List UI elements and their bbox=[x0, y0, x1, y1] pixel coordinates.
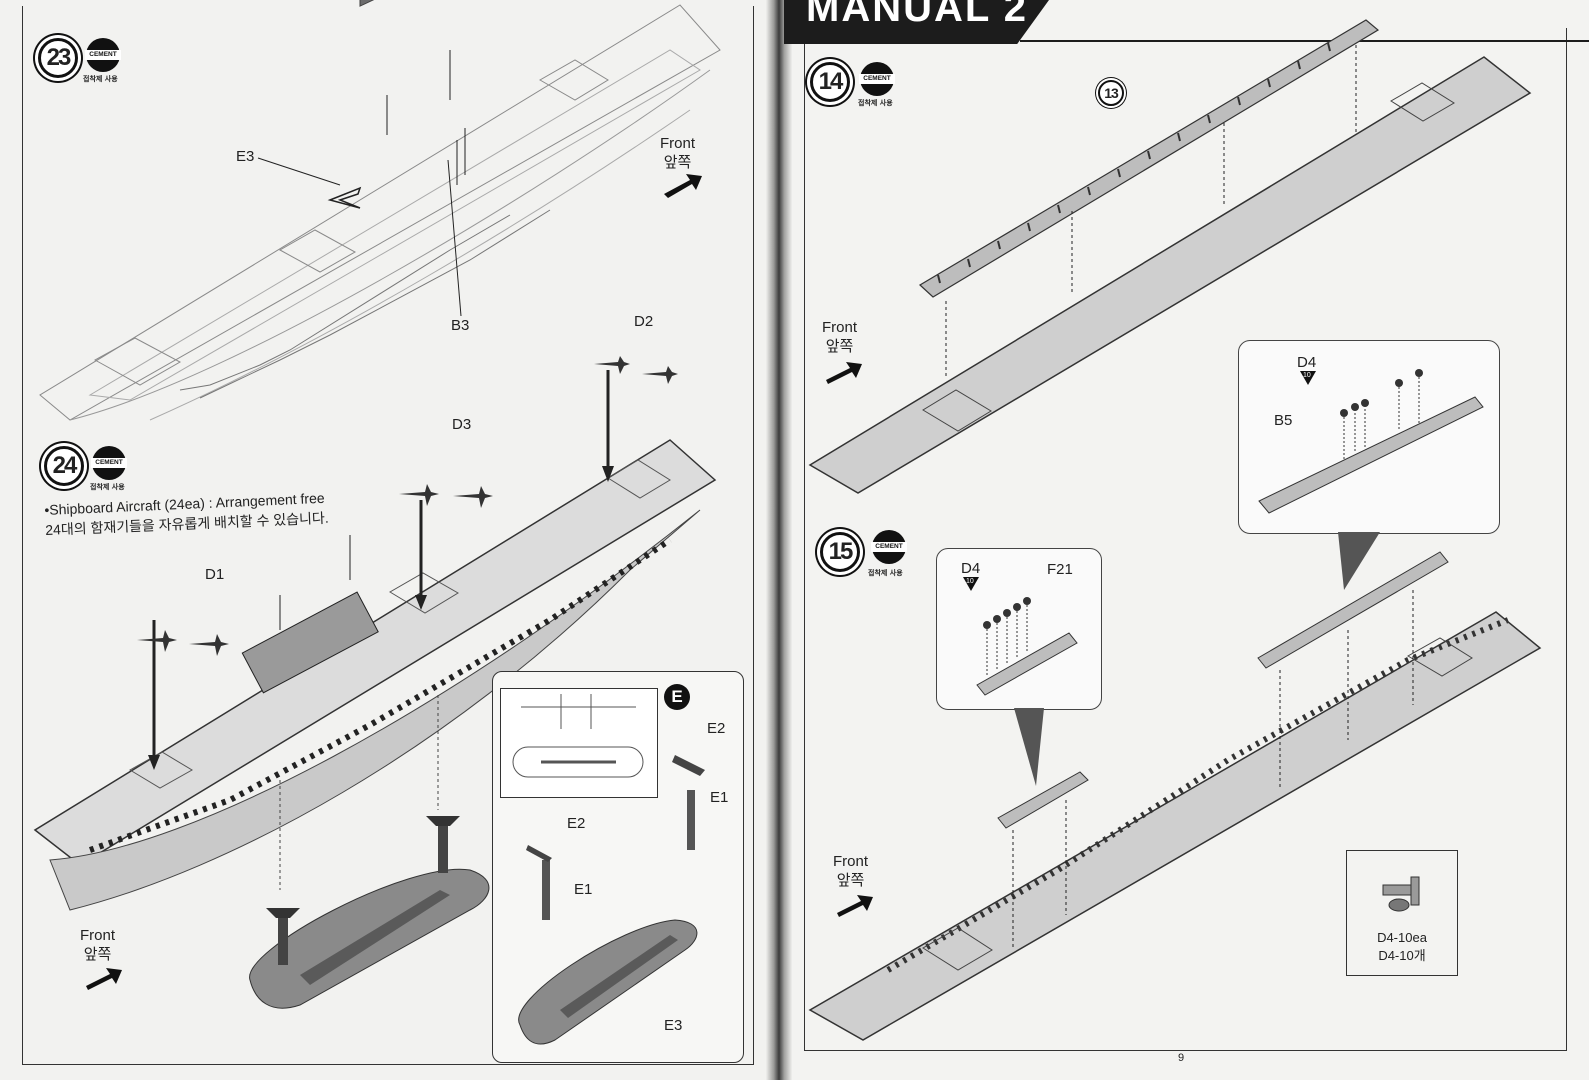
front-en: Front bbox=[660, 135, 696, 152]
step-15-number: 15 bbox=[820, 532, 860, 572]
step24-flight-deck bbox=[33, 439, 717, 866]
cement-icon: CEMENT bbox=[859, 62, 895, 96]
cement-label: CEMENT bbox=[871, 542, 907, 552]
aircraft-d3-icon bbox=[399, 484, 493, 508]
step15-detail-inset bbox=[936, 548, 1102, 710]
cement-label: CEMENT bbox=[859, 74, 895, 84]
cement-icon: CEMENT bbox=[871, 530, 907, 564]
qty-triangle-icon bbox=[1300, 371, 1316, 385]
cement-label: CEMENT bbox=[91, 458, 127, 468]
f21-rail bbox=[997, 771, 1089, 829]
step-14-deck-drawing bbox=[808, 19, 1532, 494]
inset-pointer bbox=[1014, 708, 1044, 786]
label-d4: D4 bbox=[1297, 354, 1317, 371]
cement-korean-label: 접착제 사용 bbox=[83, 75, 118, 83]
step24-hull bbox=[49, 509, 701, 911]
aircraft-d2-icon bbox=[594, 356, 678, 384]
front-ko: 앞쪽 bbox=[836, 872, 865, 889]
cement-korean-label: 접착제 사용 bbox=[90, 483, 125, 491]
label-d3: D3 bbox=[452, 416, 472, 433]
step24-island bbox=[241, 591, 379, 694]
label-d2: D2 bbox=[634, 313, 654, 330]
step-14-number: 14 bbox=[810, 62, 850, 102]
step14-detail-inset bbox=[1238, 340, 1500, 534]
count-en: D4-10ea bbox=[1377, 930, 1427, 945]
inset-pointer bbox=[1338, 532, 1380, 590]
front-arrow-icon bbox=[86, 968, 122, 990]
front-label-step23: Front 앞쪽 bbox=[660, 134, 695, 172]
e3-part bbox=[327, 186, 362, 209]
front-ko: 앞쪽 bbox=[83, 946, 112, 963]
leader-e3 bbox=[257, 157, 341, 186]
front-arrow-icon bbox=[664, 174, 702, 198]
label-e1-right: E1 bbox=[710, 789, 729, 806]
label-e2-top: E2 bbox=[707, 720, 726, 737]
front-label-step14: Front 앞쪽 bbox=[822, 318, 857, 356]
d4-count-text: D4-10ea D4-10개 bbox=[1345, 929, 1459, 965]
front-arrow-icon bbox=[837, 895, 873, 917]
manual-banner bbox=[784, 0, 1049, 44]
step-24-number: 24 bbox=[44, 446, 84, 486]
step15-flight-deck bbox=[808, 611, 1542, 1041]
front-label-step15: Front 앞쪽 bbox=[833, 852, 868, 890]
cement-korean-label: 접착제 사용 bbox=[858, 99, 893, 107]
d4-part-icon bbox=[1382, 876, 1420, 912]
label-d4: D4 bbox=[961, 560, 981, 577]
manual-title: MANUAL 2 bbox=[806, 0, 1028, 30]
qty-10: 10 bbox=[1303, 372, 1311, 379]
b5-rail bbox=[1257, 551, 1449, 669]
count-ko: D4-10개 bbox=[1378, 948, 1426, 963]
step-23-number: 23 bbox=[38, 38, 78, 78]
sprue-e-icon bbox=[512, 694, 644, 778]
front-arrow-icon bbox=[826, 362, 862, 384]
stand-assembly-drawing bbox=[518, 755, 705, 1045]
label-e3: E3 bbox=[236, 148, 255, 165]
leader-b3 bbox=[447, 159, 462, 317]
label-e1-left: E1 bbox=[574, 881, 593, 898]
cement-icon: CEMENT bbox=[85, 38, 121, 72]
cement-label: CEMENT bbox=[85, 50, 121, 60]
f21-part-icon bbox=[976, 597, 1078, 696]
sprue-e-badge: E bbox=[664, 684, 690, 710]
front-label-step24: Front 앞쪽 bbox=[80, 926, 115, 964]
page-number: 9 bbox=[1178, 1052, 1185, 1064]
cement-korean-label: 접착제 사용 bbox=[868, 569, 903, 577]
left-page-frame bbox=[22, 6, 754, 1065]
label-b3: B3 bbox=[451, 317, 470, 334]
sprue-e-diagram bbox=[500, 688, 658, 798]
header-rule bbox=[1020, 40, 1589, 42]
cement-icon: CEMENT bbox=[91, 446, 127, 480]
label-f21: F21 bbox=[1047, 561, 1073, 578]
right-page-frame bbox=[804, 28, 1567, 1051]
label-e3-base: E3 bbox=[664, 1017, 683, 1034]
step14-flight-deck bbox=[808, 56, 1532, 494]
label-e2-left: E2 bbox=[567, 815, 586, 832]
page-gutter bbox=[766, 0, 792, 1080]
qty-triangle-icon bbox=[963, 577, 979, 591]
label-d1: D1 bbox=[205, 566, 225, 583]
front-ko: 앞쪽 bbox=[663, 154, 692, 171]
step-15-deck-drawing bbox=[808, 551, 1542, 1041]
aircraft-d1-icon bbox=[137, 630, 229, 656]
step-24-carrier-drawing bbox=[33, 370, 717, 911]
qty-10: 10 bbox=[966, 578, 974, 585]
step-23-carrier-drawing bbox=[39, 0, 721, 421]
front-en: Front bbox=[833, 853, 869, 870]
step23-flight-deck bbox=[39, 4, 721, 421]
front-en: Front bbox=[80, 927, 116, 944]
display-stand-drawing bbox=[249, 816, 490, 1009]
front-en: Front bbox=[822, 319, 858, 336]
front-ko: 앞쪽 bbox=[825, 338, 854, 355]
d4-count-box: D4-10ea D4-10개 bbox=[1346, 850, 1458, 976]
b5-part-icon bbox=[1258, 369, 1484, 514]
part-13-callout: 13 bbox=[1098, 80, 1124, 106]
label-b5: B5 bbox=[1274, 412, 1293, 429]
